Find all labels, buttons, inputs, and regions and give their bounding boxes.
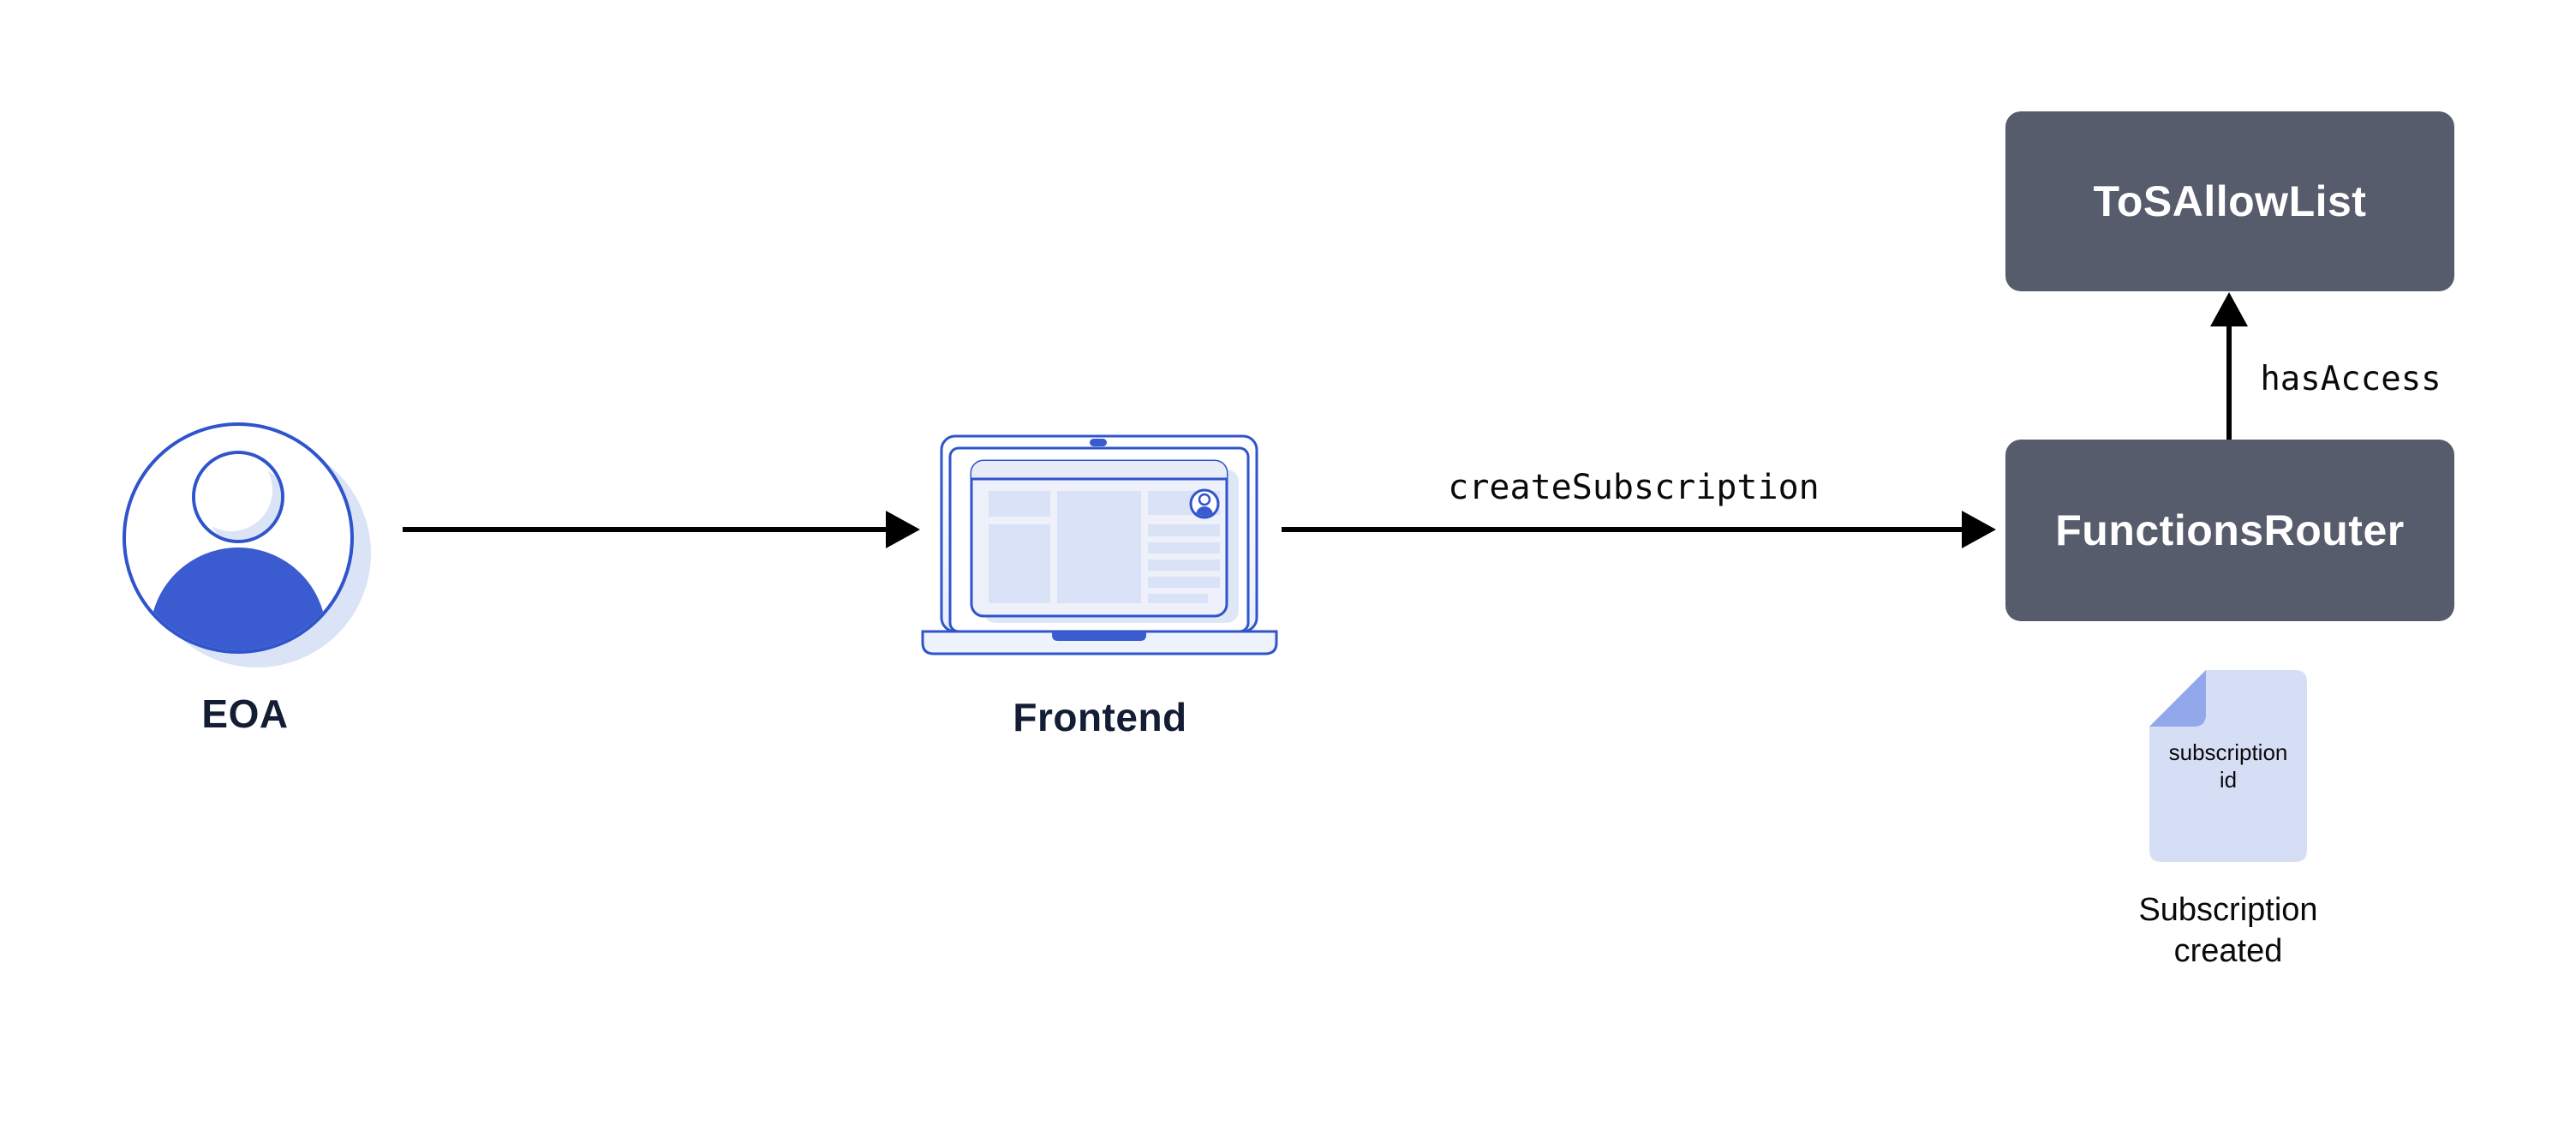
edge-frontend-to-router	[1282, 511, 1996, 548]
edge-router-to-tos	[2210, 292, 2248, 440]
node-eoa-label: EOA	[201, 691, 289, 736]
laptop-camera	[1090, 439, 1107, 446]
node-frontend-label: Frontend	[1013, 695, 1187, 739]
node-tos-allow-list-label: ToSAllowList	[2093, 177, 2367, 225]
node-functions-router: FunctionsRouter	[2005, 440, 2454, 621]
edge-label-has-access: hasAccess	[2260, 360, 2442, 398]
window-header	[971, 461, 1227, 478]
edge-label-create-subscription: createSubscription	[1448, 468, 1820, 507]
document-caption: Subscription created	[2100, 889, 2357, 972]
arrowhead-right-icon	[886, 511, 920, 548]
node-tos-allow-list: ToSAllowList	[2005, 111, 2454, 291]
document-text-line2: id	[2219, 767, 2238, 793]
document-icon	[2149, 670, 2307, 862]
arrowhead-right-icon	[1962, 511, 1996, 548]
window-content-blocks	[989, 491, 1220, 603]
node-functions-router-label: FunctionsRouter	[2055, 506, 2405, 554]
document-fold	[2149, 670, 2206, 727]
document-caption-line2: created	[2173, 933, 2283, 969]
laptop-base	[921, 630, 1278, 655]
edge-eoa-to-frontend	[403, 511, 920, 548]
document-caption-line1: Subscription	[2138, 892, 2318, 928]
arrowhead-up-icon	[2210, 292, 2248, 326]
avatar-body	[150, 548, 326, 650]
document-text-line1: subscription	[2168, 739, 2288, 765]
document-text: subscription id	[2149, 739, 2307, 793]
user-avatar-icon	[123, 422, 371, 667]
laptop-base-notch	[1052, 631, 1146, 641]
laptop-icon	[921, 434, 1278, 655]
